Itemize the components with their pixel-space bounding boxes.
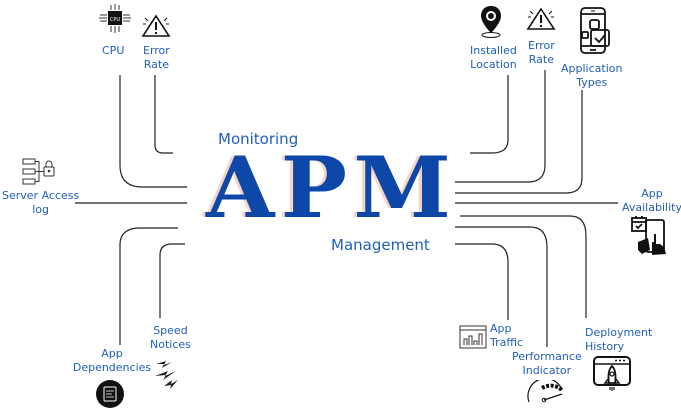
- label-installed-location: Installed Location: [470, 44, 517, 71]
- warning-triangle-icon: [141, 14, 171, 37]
- lightning-icon: [155, 361, 178, 389]
- label-app-traffic: App Traffic: [490, 322, 524, 349]
- connector-error-rate-left: [154, 75, 173, 154]
- apm-title: APM: [206, 138, 458, 237]
- label-app-dependencies: App Dependencies: [72, 347, 152, 374]
- label-performance-indicator: Performance Indicator: [512, 350, 582, 377]
- warning-triangle-icon: [526, 7, 556, 30]
- rocket-window-icon: [593, 356, 631, 391]
- label-deployment-history: Deployment History: [585, 326, 653, 353]
- bar-chart-window-icon: [459, 325, 487, 349]
- calendar-touch-icon: [631, 216, 666, 255]
- label-server-access-log: Server Access log: [2, 189, 80, 216]
- subtitle-monitoring: Monitoring: [218, 130, 299, 148]
- location-pin-icon: [481, 6, 501, 38]
- label-app-availability: App Availability: [622, 187, 681, 214]
- label-speed-notices: Speed Notices: [150, 324, 191, 351]
- connector-app-traffic: [455, 243, 509, 320]
- label-application-types: Application Types: [561, 62, 623, 89]
- connector-application-types: [455, 90, 583, 194]
- label-error-rate-left: Error Rate: [143, 44, 170, 71]
- connector-installed-location: [470, 75, 509, 154]
- connector-deployment-history: [460, 215, 587, 318]
- svg-text:CPU: CPU: [110, 17, 121, 23]
- label-error-rate-right: Error Rate: [528, 39, 555, 66]
- cpu-chip-icon: CPU: [99, 4, 131, 33]
- connector-app-dependencies: [119, 227, 178, 345]
- server-lock-icon: [22, 158, 55, 185]
- connector-error-rate-right: [455, 70, 546, 183]
- dependency-device-icon: [96, 380, 124, 408]
- connector-performance-indicator: [455, 226, 548, 347]
- gauge-icon: [527, 380, 564, 403]
- subtitle-management: Management: [331, 236, 430, 254]
- connector-cpu: [119, 75, 187, 188]
- mobile-apps-icon: [580, 7, 610, 54]
- label-cpu: CPU: [102, 44, 125, 57]
- connector-speed-notices: [159, 243, 185, 318]
